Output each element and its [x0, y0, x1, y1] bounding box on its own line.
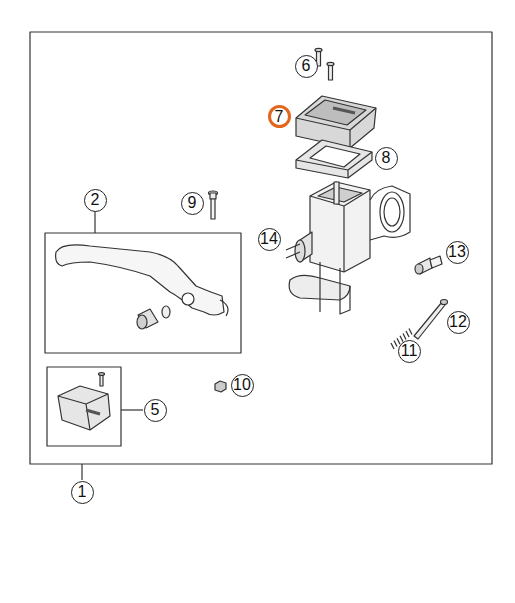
callout-number: 9: [181, 192, 204, 215]
lever-adjuster: [58, 373, 110, 430]
callout-number: 13: [446, 241, 469, 264]
callout-number: 5: [144, 399, 167, 422]
callout-number: 7: [268, 105, 291, 128]
group-frame: [47, 367, 121, 446]
leader-line: [94, 211, 95, 233]
pivot-bolt: [209, 191, 218, 219]
callout-number: 1: [71, 481, 94, 504]
reservoir-gasket: [296, 140, 372, 178]
leader-line: [121, 409, 143, 410]
callout-number: 6: [295, 55, 318, 78]
callout-number: 11: [398, 340, 421, 363]
callout-number: 12: [447, 311, 470, 334]
master-cylinder-body: [286, 182, 410, 314]
reservoir-cover: [296, 96, 376, 148]
brake-lever: [56, 245, 228, 329]
banjo-bolt: [415, 256, 442, 274]
cover-screws: [315, 48, 334, 80]
callout-number: 14: [258, 228, 281, 251]
nut: [215, 381, 226, 392]
assembly-frame: [30, 32, 492, 464]
adjust-screw: [414, 300, 448, 340]
callout-number: 10: [231, 374, 254, 397]
leader-line: [81, 464, 82, 480]
group-frame: [45, 233, 241, 353]
callout-number: 8: [375, 147, 398, 170]
callout-number: 2: [84, 189, 107, 212]
